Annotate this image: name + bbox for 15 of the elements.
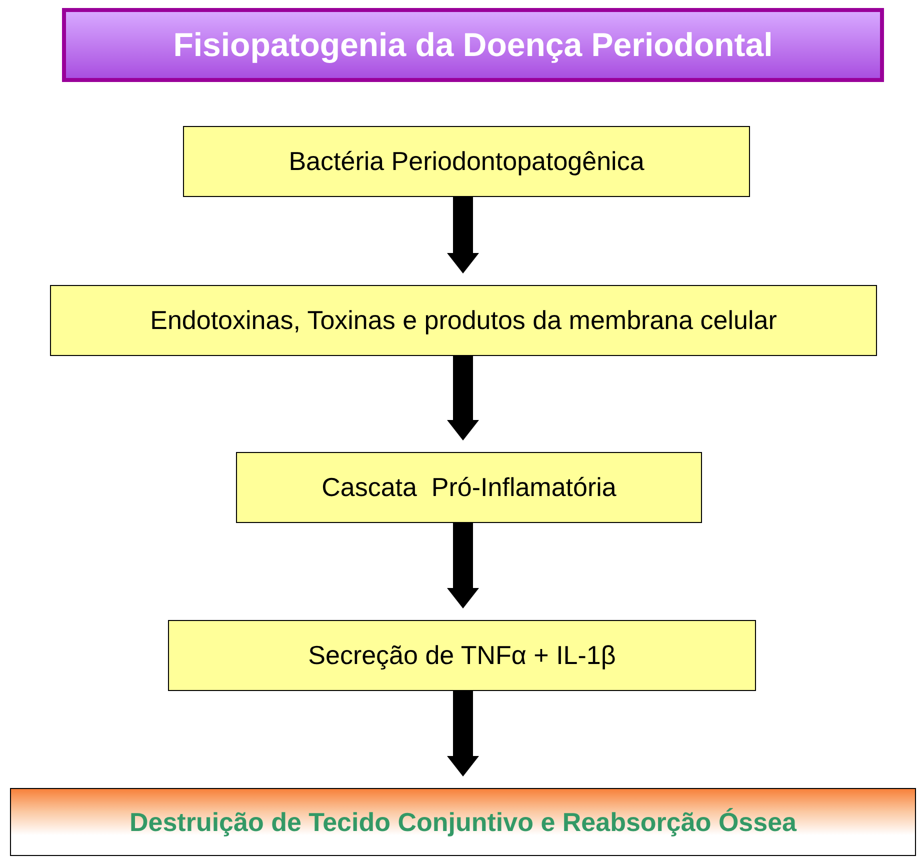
box-text: Cascata Pró-Inflamatória: [322, 472, 616, 503]
arrow: [447, 523, 479, 608]
arrow: [447, 197, 479, 274]
arrow: [447, 356, 479, 440]
box-text: Endotoxinas, Toxinas e produtos da membrana celular: [150, 305, 777, 336]
arrow: [447, 691, 479, 776]
box-text: Bactéria Periodontopatogênica: [288, 146, 644, 177]
process-box: [168, 620, 756, 691]
process-box: [236, 452, 702, 523]
outcome-box: [10, 788, 916, 856]
title-banner: Fisiopatogenia da Doença Periodontal: [62, 8, 884, 82]
box-text: Destruição de Tecido Conjuntivo e Reabsorção Óssea: [129, 806, 797, 838]
process-box: [183, 126, 750, 197]
box-text: Secreção de TNFα + IL-1β: [308, 640, 616, 671]
process-box: [50, 285, 877, 356]
